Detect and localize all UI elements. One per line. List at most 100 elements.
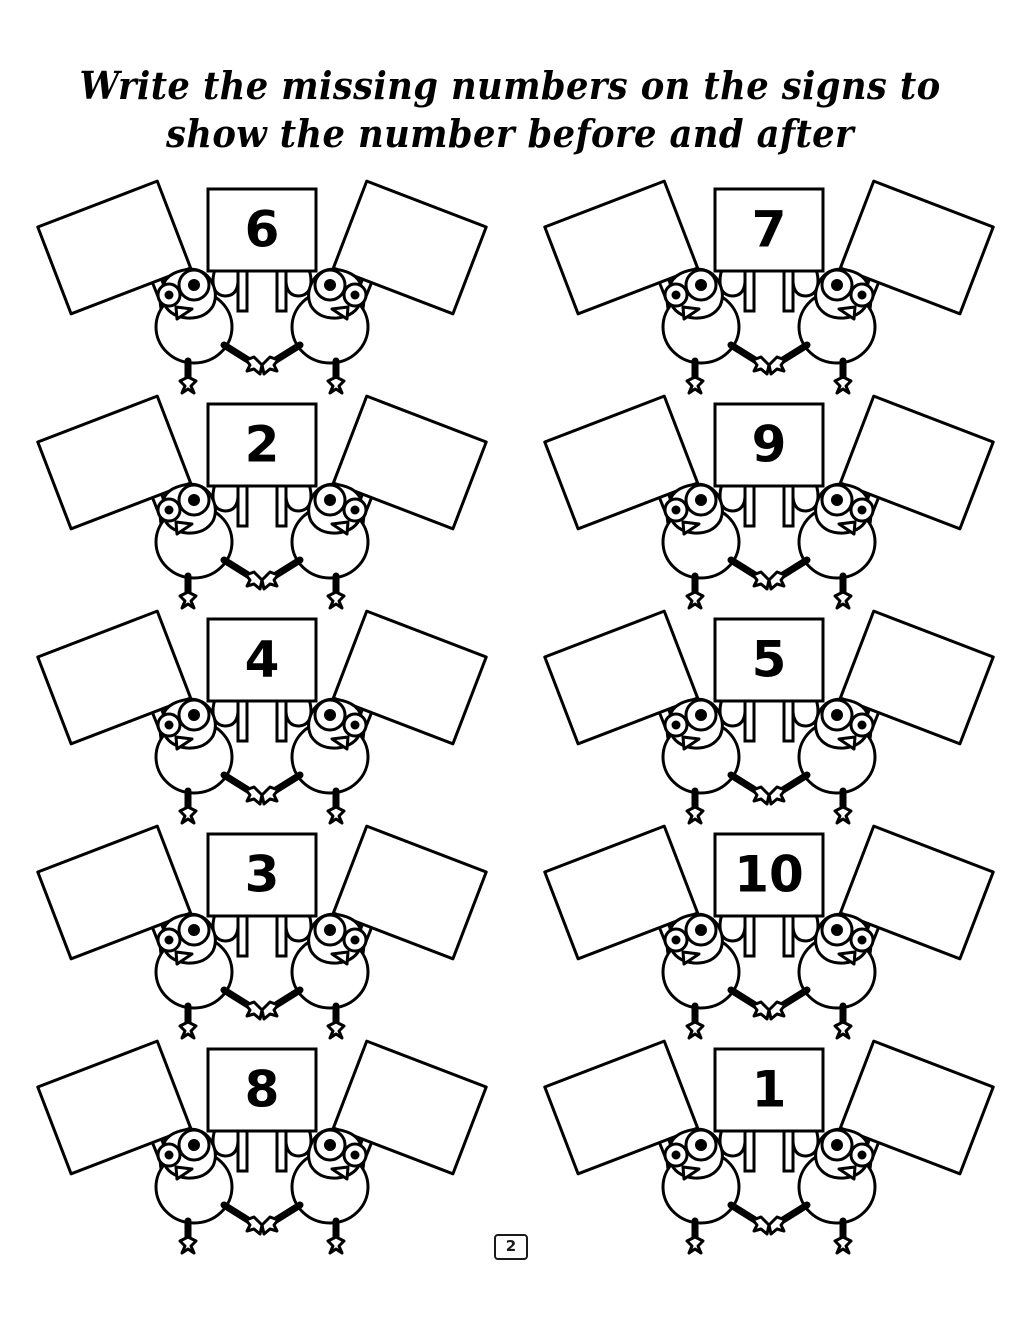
number-sequence-figure: 6 [36,179,488,395]
bird-foot-vertical [833,375,853,395]
center-sign-number: 10 [734,846,804,904]
problem-row3-left: 4 [36,609,488,825]
bird-left [36,609,264,825]
number-sequence-figure: 10 [543,824,995,1040]
bird-pupil-small [857,720,867,730]
center-sign: 10 [713,832,825,958]
bird-foot-vertical [685,375,705,395]
bird-beak [330,735,350,751]
bird-beak [681,950,701,966]
bird-left [36,179,264,395]
number-sequence-figure: 3 [36,824,488,1040]
page-number-badge: 2 [494,1234,528,1260]
center-sign-number: 4 [245,631,280,689]
bird-right [767,824,995,1040]
blank-sign-board [543,179,700,316]
center-sign: 8 [206,1047,318,1173]
center-sign: 1 [713,1047,825,1173]
bird-foot-vertical [326,805,346,825]
center-sign-board [206,402,318,488]
bird-pupil-large [695,709,707,721]
bird-pupil-large [324,924,336,936]
blank-sign-board [838,179,995,316]
bird-beak [174,520,194,536]
center-sign-board [206,617,318,703]
bird-pupil-large [831,924,843,936]
bird-left [36,1039,264,1255]
center-sign-board [713,402,825,488]
center-sign: 4 [206,617,318,743]
bird-foot-angled [767,1215,787,1236]
bird-pupil-small [350,720,360,730]
blank-sign-board [36,179,193,316]
blank-sign-board [543,609,700,746]
bird-foot-vertical [833,1235,853,1255]
center-sign-number: 2 [245,416,280,474]
bird-pupil-large [831,494,843,506]
blank-sign-board [36,824,193,961]
bird-pupil-small [164,935,174,945]
bird-foot-angled [751,355,771,376]
center-sign: 5 [713,617,825,743]
bird-left [36,824,264,1040]
bird-left [543,394,771,610]
blank-sign-board [36,394,193,531]
bird-beak [837,950,857,966]
bird-foot-vertical [178,375,198,395]
bird-pupil-small [671,505,681,515]
bird-pupil-small [350,505,360,515]
bird-right [260,824,488,1040]
bird-pupil-large [695,279,707,291]
center-sign-number: 1 [752,1061,787,1119]
center-sign: 7 [713,187,825,313]
bird-pupil-large [831,709,843,721]
problem-row2-left: 2 [36,394,488,610]
bird-pupil-small [671,935,681,945]
bird-pupil-small [857,505,867,515]
bird-foot-vertical [326,1235,346,1255]
number-sequence-figure: 2 [36,394,488,610]
page-title: Write the missing numbers on the signs t… [0,62,1020,158]
bird-foot-vertical [178,1020,198,1040]
bird-foot-angled [244,355,264,376]
bird-foot-vertical [685,590,705,610]
center-sign: 3 [206,832,318,958]
blank-sign-board [838,394,995,531]
bird-left [36,394,264,610]
bird-pupil-large [831,279,843,291]
bird-right [767,609,995,825]
center-sign-number: 6 [245,201,280,259]
bird-right [260,179,488,395]
bird-pupil-large [324,494,336,506]
blank-sign-board [331,824,488,961]
center-sign-board [206,187,318,273]
bird-beak [174,1165,194,1181]
bird-foot-vertical [685,1235,705,1255]
bird-foot-angled [751,1000,771,1021]
bird-beak [174,305,194,321]
title-line-1: Write the missing numbers on the signs t… [79,63,941,108]
bird-foot-angled [244,1215,264,1236]
bird-pupil-small [164,720,174,730]
bird-pupil-small [671,1150,681,1160]
bird-right [767,179,995,395]
problem-row3-right: 5 [543,609,995,825]
bird-beak [330,1165,350,1181]
bird-foot-vertical [326,1020,346,1040]
bird-foot-angled [767,785,787,806]
bird-foot-angled [767,1000,787,1021]
bird-foot-vertical [685,1020,705,1040]
number-sequence-figure: 7 [543,179,995,395]
blank-sign-board [331,1039,488,1176]
bird-foot-angled [751,1215,771,1236]
bird-right [260,609,488,825]
bird-beak [837,1165,857,1181]
center-sign-board [206,832,318,918]
bird-foot-angled [751,785,771,806]
bird-beak [174,735,194,751]
blank-sign-board [331,179,488,316]
number-sequence-figure: 9 [543,394,995,610]
